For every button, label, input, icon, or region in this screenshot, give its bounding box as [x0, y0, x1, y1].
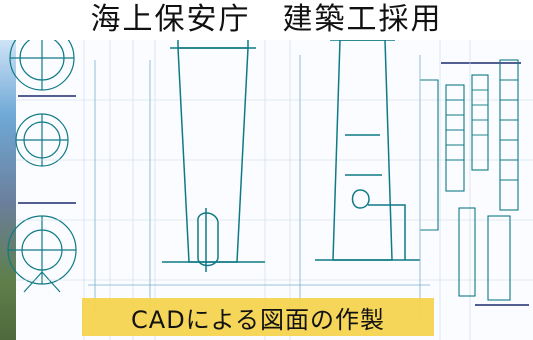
caption-background: [82, 298, 434, 336]
cad-drawing-photo: CADによる図面の作製: [0, 40, 533, 340]
cad-drawing-illustration: [0, 40, 533, 340]
caption-text: CADによる図面の作製: [131, 305, 385, 334]
title-band: 海上保安庁 建築工採用: [0, 0, 533, 40]
page-title: 海上保安庁 建築工採用: [90, 2, 443, 37]
caption-banner: CADによる図面の作製: [82, 298, 434, 336]
